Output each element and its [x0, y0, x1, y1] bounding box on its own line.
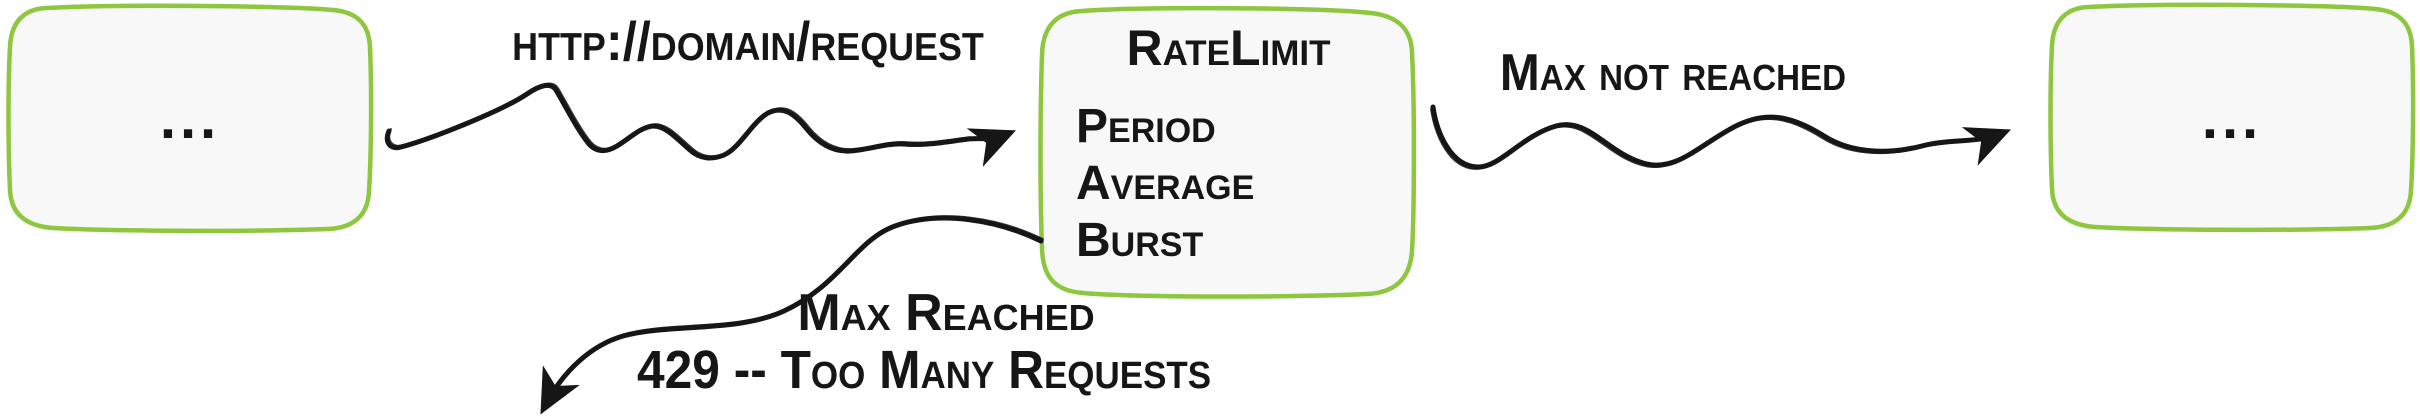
left-service-box [6, 3, 374, 234]
rate-limit-attribute-burst: Burst [1076, 214, 1204, 267]
rate-limit-box [1038, 5, 1417, 299]
max-reached-label: Max Reached [797, 284, 1095, 342]
rate-limit-title: RateLimit [1126, 20, 1331, 76]
too-many-requests-label: 429 -- Too Many Requests [637, 340, 1212, 400]
max-not-reached-label: Max not reached [1499, 44, 1847, 102]
rate-limit-attribute-average: Average [1076, 157, 1255, 210]
max-not-reached-arrow [1430, 104, 2011, 170]
right-service-ellipsis: ... [2201, 85, 2263, 151]
request-arrow [384, 82, 1016, 167]
max-reached-arrow [540, 215, 1044, 415]
rate-limit-attribute-period: Period [1076, 100, 1216, 153]
request-url-label: http://domain/request [512, 10, 984, 72]
left-service-ellipsis: ... [159, 85, 221, 151]
